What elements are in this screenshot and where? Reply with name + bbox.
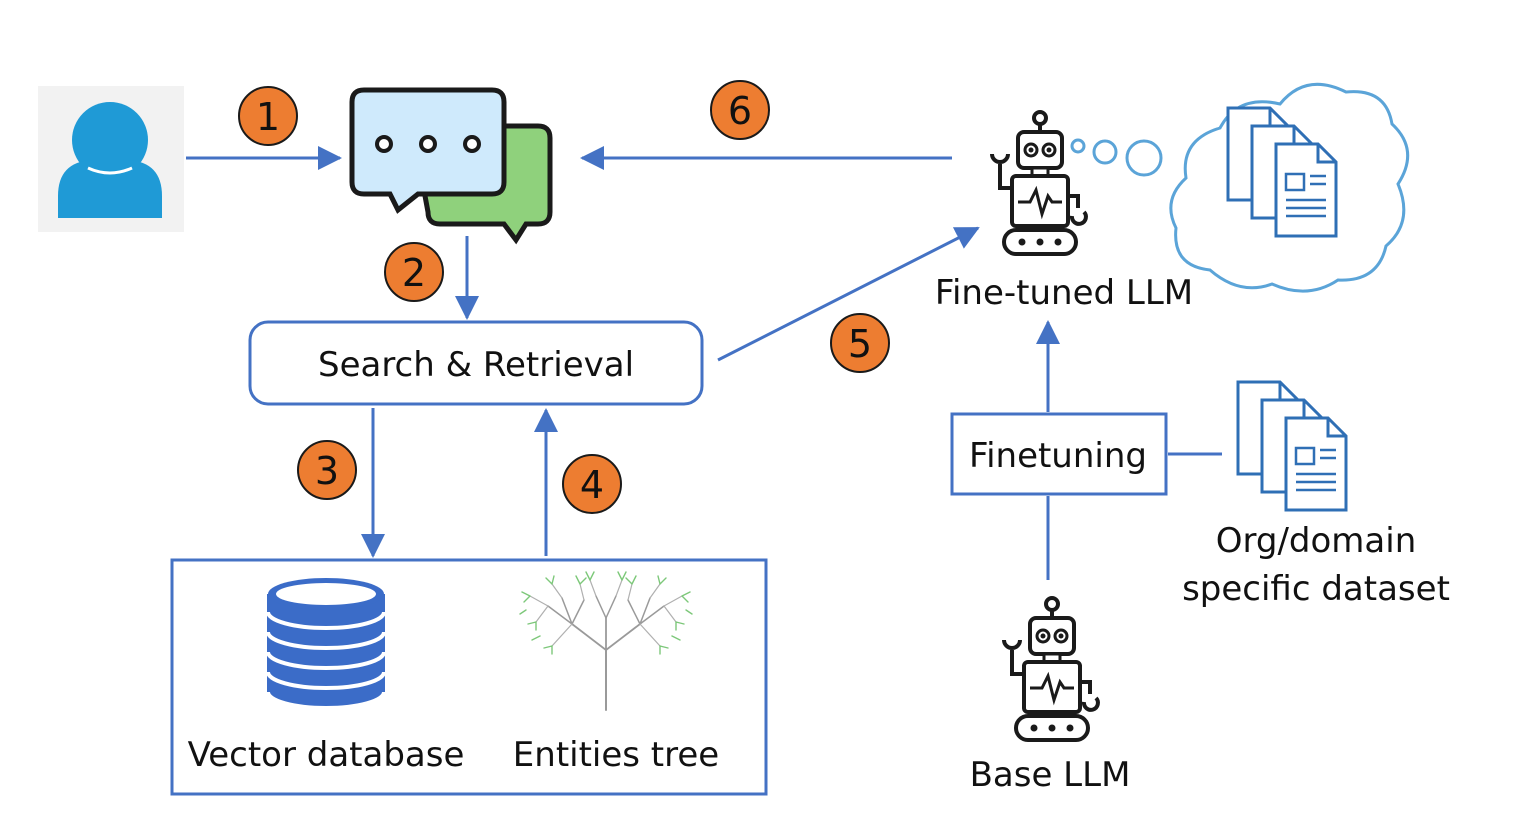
vector-database-label: Vector database (188, 735, 465, 775)
base-robot-icon (1002, 596, 1100, 742)
svg-text:1: 1 (256, 95, 280, 139)
step-badge-5: 5 (830, 313, 890, 373)
database-icon (266, 578, 386, 710)
dataset-documents-icon (1236, 380, 1348, 512)
entities-tree-label: Entities tree (513, 735, 719, 775)
dataset-label-line1: Org/domain (1216, 521, 1417, 561)
chat-bubbles-icon (349, 87, 553, 245)
arrow-search-to-llm (717, 226, 980, 362)
finetuning-label: Finetuning (969, 436, 1147, 476)
svg-text:2: 2 (402, 251, 426, 295)
search-retrieval-box: Search & Retrieval (248, 320, 704, 406)
svg-text:4: 4 (580, 463, 604, 507)
dataset-label-line2: specific dataset (1182, 569, 1450, 609)
step-badge-2: 2 (384, 242, 444, 302)
base-llm-label: Base LLM (970, 755, 1131, 795)
tree-icon (519, 571, 693, 711)
svg-text:6: 6 (728, 89, 752, 133)
step-badge-6: 6 (710, 80, 770, 140)
fine-tuned-robot-icon (990, 110, 1088, 256)
thought-bubbles (1070, 138, 1163, 177)
step-badge-1: 1 (238, 86, 298, 146)
fine-tuned-llm-label: Fine-tuned LLM (935, 273, 1193, 313)
finetuning-box: Finetuning (950, 412, 1168, 496)
svg-text:5: 5 (848, 322, 872, 366)
svg-text:3: 3 (315, 449, 339, 493)
step-badge-3: 3 (297, 440, 357, 500)
step-badge-4: 4 (562, 454, 622, 514)
user-icon (38, 86, 184, 232)
search-retrieval-label: Search & Retrieval (318, 345, 634, 385)
